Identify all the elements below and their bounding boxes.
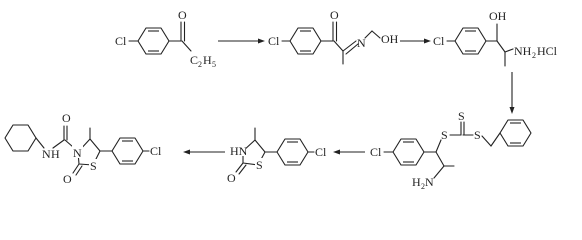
m6-amide-c-bond xyxy=(52,139,65,149)
m2-hydroxyl-label: OH xyxy=(381,32,399,46)
m2-oxygen-label: O xyxy=(330,8,339,22)
m1-oxygen-label: O xyxy=(178,8,187,22)
m5-s-mask xyxy=(255,158,264,170)
m6-s-mask xyxy=(89,159,98,171)
m4-amine-sub: 2 xyxy=(421,182,425,191)
reaction-scheme-svg: Cl O C 2 H 5 Cl O N OH xyxy=(4,8,558,191)
m4-chain-bond xyxy=(435,151,445,167)
m6-cyclohexyl-n-bond xyxy=(35,137,45,149)
molecule-6-product: N H O N S O Cl xyxy=(4,111,162,186)
m3-hcl-label: HCl xyxy=(537,44,558,58)
m5-oxygen-label: O xyxy=(227,171,236,185)
m4-amine-bond xyxy=(433,165,445,179)
reaction-arrow-1 xyxy=(218,38,265,44)
m5-carbonyl-bond xyxy=(238,164,247,175)
m4-benzyl-bond xyxy=(490,132,501,147)
molecule-4-dithiocarbonate: Cl S S S H 2 N xyxy=(370,109,532,191)
reaction-arrow-2 xyxy=(400,38,431,44)
m6-amide-n: N xyxy=(42,147,51,161)
m1-chlorine-label: Cl xyxy=(115,34,127,48)
reaction-scheme: Cl O C 2 H 5 Cl O N OH xyxy=(4,8,558,191)
molecule-2-oxime: Cl O N OH xyxy=(268,8,399,65)
m4-amine-h: H xyxy=(412,175,421,189)
reaction-arrow-5 xyxy=(183,149,225,155)
m4-amine-n: N xyxy=(425,175,434,189)
m4-chlorine-label: Cl xyxy=(370,145,382,159)
m4-sulfur-3: S xyxy=(474,128,481,142)
m6-amide-h: H xyxy=(51,147,60,161)
m3-benzene-ring xyxy=(454,27,487,55)
m4-sulfur-2: S xyxy=(458,109,465,123)
m4-benzyl-ch2-bond xyxy=(481,135,492,147)
m6-ring-oxygen: O xyxy=(63,172,72,186)
m3-chain-bond xyxy=(496,40,506,53)
m2-oh-bond xyxy=(371,30,381,39)
m6-ring-carbonyl xyxy=(72,163,80,174)
m2-benzene-ring xyxy=(289,27,322,55)
molecule-3-amino-alcohol-hcl: Cl OH NH 2 HCl xyxy=(433,9,558,67)
molecule-5-thiazolidinone: HN S O Cl xyxy=(227,127,327,185)
m1-ethyl-h: H xyxy=(203,53,212,67)
m5-nh-label: HN xyxy=(230,144,248,158)
reaction-arrow-4 xyxy=(333,149,365,155)
m2-no-bond xyxy=(364,30,373,39)
m3-amine-sub: 2 xyxy=(532,51,536,60)
m6-cyclohexyl-ring xyxy=(4,124,37,152)
m1-benzene-ring xyxy=(137,27,170,55)
m6-ring-n: N xyxy=(73,146,82,160)
m1-ethyl-sub5: 5 xyxy=(212,60,216,69)
m4-sulfur-1: S xyxy=(441,128,448,142)
m3-chlorine-label: Cl xyxy=(433,34,445,48)
m2-nitrogen-label: N xyxy=(357,36,366,50)
reaction-arrow-3 xyxy=(509,72,515,114)
m6-carbonyl-oxygen: O xyxy=(62,111,71,125)
m6-sulfur-label: S xyxy=(90,159,97,173)
m4-benzene-ring xyxy=(392,138,425,166)
m5-carbonyl-bond xyxy=(235,162,244,173)
m5-hn-mask xyxy=(230,142,246,156)
m6-ring-carbonyl xyxy=(75,165,83,176)
m2-alpha-bond xyxy=(333,40,344,52)
m6-n-mask xyxy=(72,145,83,158)
m3-amine-nh: NH xyxy=(514,44,532,58)
m5-benzene-ring xyxy=(276,138,309,166)
m1-ethyl-c: C xyxy=(190,53,198,67)
m4-benzyl-ring xyxy=(499,119,532,147)
m2-cn-double-bond xyxy=(342,40,357,52)
m2-cn-double-bond xyxy=(345,43,359,55)
molecule-1-chloropropiophenone: Cl O C 2 H 5 xyxy=(115,8,216,69)
m5-sulfur-label: S xyxy=(256,158,263,172)
m3-hydroxyl-label: OH xyxy=(489,9,507,23)
m3-amine-bond xyxy=(504,48,514,53)
m6-benzene-ring xyxy=(111,137,144,165)
m6-c-n-bond xyxy=(64,139,74,148)
m5-chlorine-label: Cl xyxy=(315,145,327,159)
m2-chlorine-label: Cl xyxy=(268,34,280,48)
m4-cs-bond xyxy=(435,139,442,153)
m6-chlorine-label: Cl xyxy=(150,144,162,158)
m6-thiazolidine-ring xyxy=(77,138,101,166)
m1-ethyl-bond xyxy=(181,40,192,52)
m1-ethyl-sub2: 2 xyxy=(198,60,202,69)
